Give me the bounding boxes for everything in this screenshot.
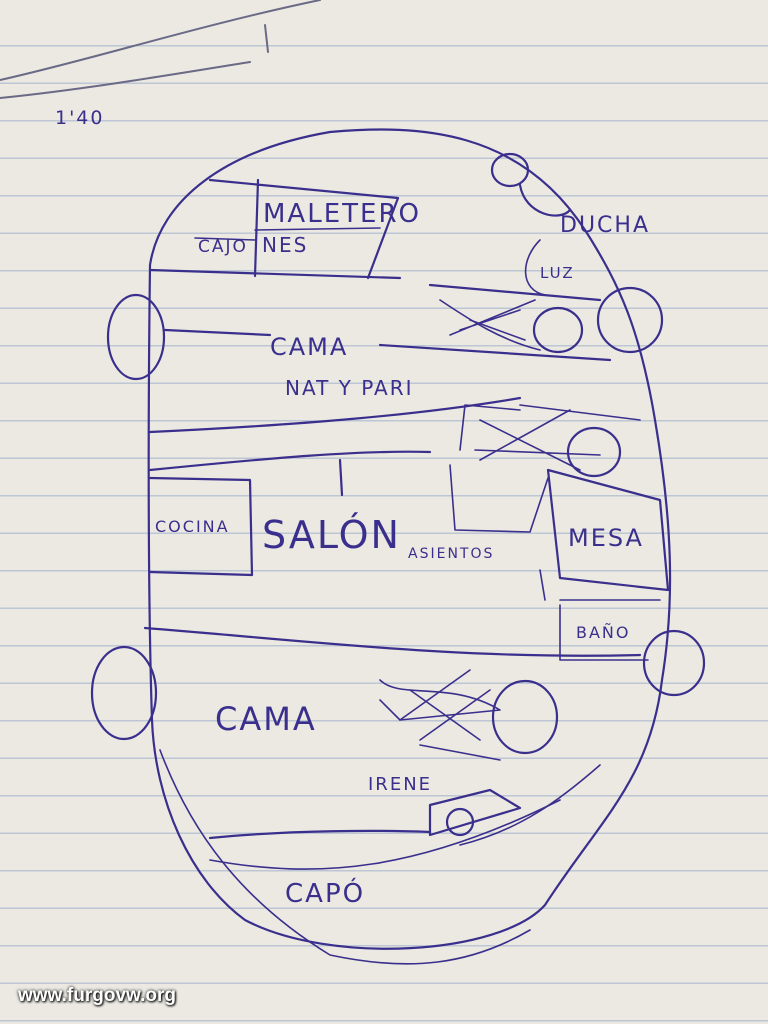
label-maletero: MALETERO bbox=[263, 199, 421, 229]
front-bed bbox=[148, 283, 641, 478]
label-cajones-1: CAJO bbox=[198, 237, 248, 257]
label-luz: LUZ bbox=[540, 264, 575, 282]
wheel-front-left bbox=[106, 293, 166, 381]
label-mesa: MESA bbox=[568, 524, 644, 552]
wheel-front-right bbox=[596, 286, 664, 354]
van-outline bbox=[147, 128, 672, 965]
label-cama-bottom: CAMA bbox=[215, 700, 317, 738]
dashboard bbox=[208, 764, 601, 870]
trunk-drawers bbox=[148, 178, 402, 280]
wheel-rear-left bbox=[90, 645, 158, 741]
label-cajones-2: NES bbox=[262, 233, 308, 257]
kitchen-salon bbox=[148, 458, 670, 661]
top-scribble bbox=[0, 0, 321, 99]
label-ducha: DUCHA bbox=[560, 213, 650, 238]
scale-note: 1'40 bbox=[55, 107, 105, 129]
watermark: www.furgovw.org bbox=[18, 985, 176, 1006]
label-bano: BAÑO bbox=[576, 623, 630, 642]
label-cama-top: CAMA bbox=[270, 333, 348, 361]
label-asientos: ASIENTOS bbox=[408, 546, 494, 562]
wheel-rear-right bbox=[642, 629, 706, 697]
wheels bbox=[90, 286, 706, 741]
label-nat-y-pari: NAT Y PARI bbox=[285, 376, 414, 400]
shower bbox=[490, 152, 572, 296]
label-irene: IRENE bbox=[368, 774, 432, 795]
label-capo: CAPÓ bbox=[285, 877, 365, 909]
label-salon: SALÓN bbox=[262, 513, 401, 557]
label-cocina: COCINA bbox=[155, 517, 230, 536]
rear-bed bbox=[143, 626, 642, 761]
